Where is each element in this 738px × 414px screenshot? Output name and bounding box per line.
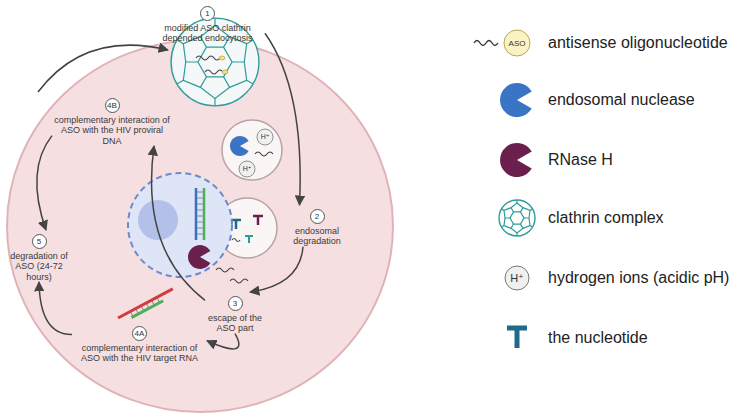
legend-text: RNase H	[548, 150, 613, 170]
legend-nuclease-icon	[500, 83, 532, 117]
step-arrow	[37, 136, 52, 230]
ion-label: H⁺	[261, 133, 270, 141]
step-node: 2 endosomal degradation	[282, 205, 352, 247]
step-description: complementary interaction of ASO with th…	[72, 343, 207, 364]
legend-nucleotide-icon	[507, 328, 527, 348]
legend-rnase-h-icon	[500, 143, 532, 177]
nucleotide	[253, 216, 263, 225]
legend-text: the nucleotide	[548, 328, 648, 348]
rnase-h	[188, 245, 210, 269]
step-arrow	[265, 33, 300, 205]
aso-strand	[205, 70, 223, 74]
nucleus	[128, 173, 232, 277]
legend-clathrin-icon	[499, 200, 535, 236]
step-description: degradation of ASO (24-72 hours)	[4, 251, 74, 282]
legend-ion-icon	[505, 266, 529, 290]
step-node: 3 escape of the ASO part	[205, 292, 265, 334]
rna-aso-duplex	[118, 289, 176, 323]
step-node: 1 modified ASO clathrin depended endocyto…	[150, 2, 265, 44]
proviral-dna-strand	[195, 188, 198, 240]
callout-number: 5	[32, 234, 47, 249]
step-arrow	[39, 282, 72, 335]
nucleolus	[138, 200, 178, 240]
callout-number: 2	[310, 209, 325, 224]
endosomal-nuclease	[230, 136, 249, 156]
legend-text: clathrin complex	[548, 208, 664, 228]
step-description: modified ASO clathrin depended endocytos…	[150, 23, 265, 44]
aso-fragment	[232, 239, 240, 242]
icon-text: ASO	[509, 39, 526, 48]
step-node: 5 degradation of ASO (24-72 hours)	[4, 230, 74, 282]
hiv-rna-strand	[118, 289, 173, 318]
legend-aso-icon	[504, 30, 530, 56]
step-arrow	[207, 334, 239, 349]
legend-aso-strand	[474, 41, 498, 46]
step-description: complementary interaction of ASO with th…	[52, 115, 172, 146]
step-node: 4B complementary interaction of ASO with …	[52, 94, 172, 146]
step-arrow	[152, 146, 205, 300]
legend-text: antisense oligonucleotide	[548, 33, 728, 53]
ion-label: H⁺	[510, 272, 524, 285]
step-arrow	[250, 247, 303, 292]
aso-head	[222, 70, 228, 74]
legend-text: hydrogen ions (acidic pH)	[548, 268, 729, 288]
escaped-aso	[216, 268, 234, 272]
legend-text: endosomal nuclease	[548, 90, 695, 110]
ion-label: H⁺	[243, 165, 252, 173]
step-description: escape of the ASO part	[205, 313, 265, 334]
aso-strand	[196, 56, 220, 60]
endosome	[222, 120, 282, 180]
aso-strand-bound	[131, 301, 163, 318]
hydrogen-ion	[257, 129, 273, 145]
callout-number: 1	[200, 6, 215, 21]
callout-number: 4B	[105, 98, 120, 113]
entry-arrow	[38, 45, 168, 92]
duplex-rungs	[130, 297, 159, 316]
callout-number: 3	[228, 296, 243, 311]
aso-strand	[255, 152, 273, 156]
aso-strand-bound	[203, 188, 206, 240]
escaped-aso	[230, 279, 248, 283]
nucleotide	[245, 236, 253, 243]
step-node: 4A complementary interaction of ASO with …	[72, 322, 207, 364]
hydrogen-ion	[239, 161, 255, 177]
aso-head	[219, 56, 225, 60]
callout-number: 4A	[132, 326, 147, 341]
step-description: endosomal degradation	[282, 226, 352, 247]
